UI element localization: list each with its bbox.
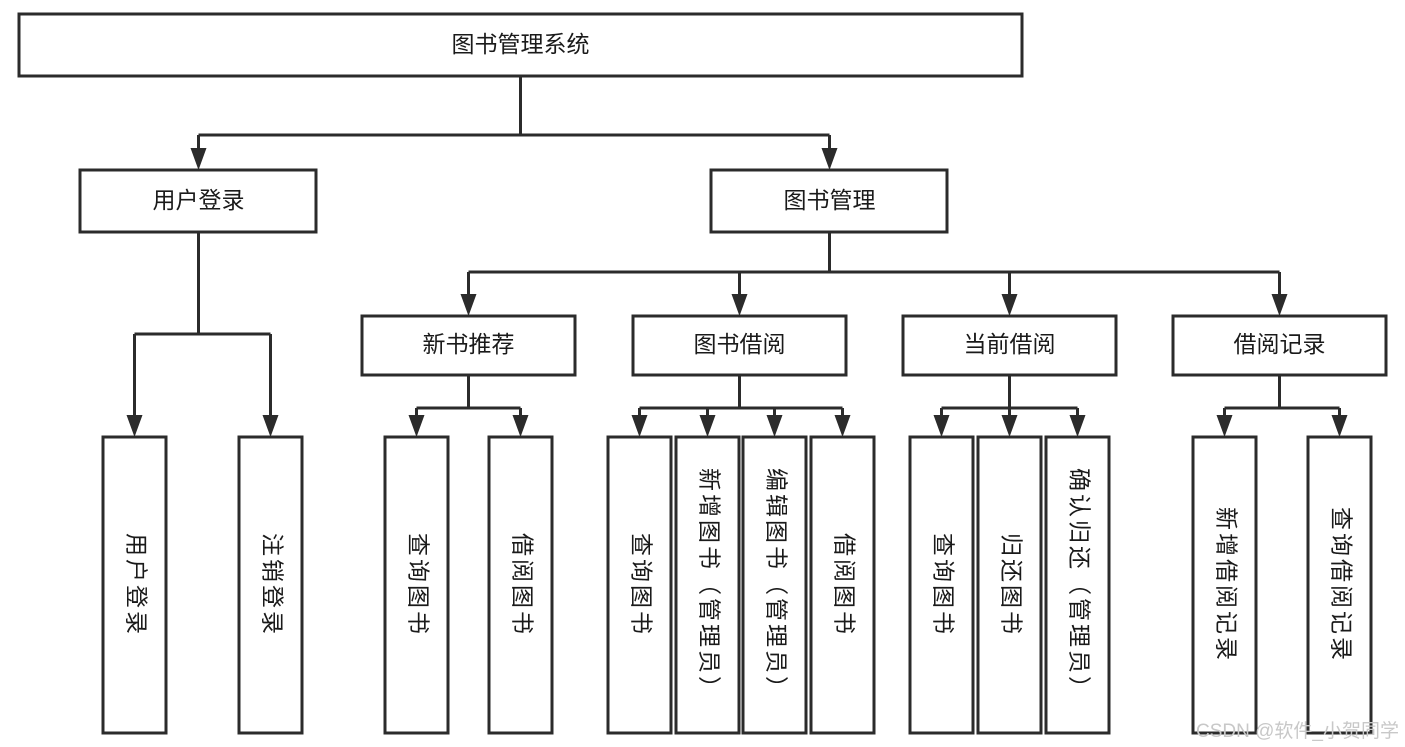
node-borrow-record[interactable]: 借阅记录 <box>1171 314 1388 377</box>
node-leaf[interactable]: 注销登录 <box>237 435 304 735</box>
arrow-head-icon <box>408 415 425 437</box>
node-leaf[interactable]: 查询图书 <box>606 435 673 735</box>
connector-group-root <box>190 76 838 170</box>
node-leaf-label: 归还图书 <box>998 533 1024 637</box>
node-current-borrow-box[interactable] <box>901 314 1118 377</box>
arrow-head-icon <box>821 148 838 170</box>
arrow-head-icon <box>1331 415 1348 437</box>
node-leaf[interactable]: 借阅图书 <box>487 435 554 735</box>
node-leaf[interactable]: 新增图书（管理员） <box>674 435 741 735</box>
connector-group-user-login <box>126 232 279 437</box>
arrow-head-icon <box>1001 415 1018 437</box>
connector-group-current-borrow <box>933 375 1086 437</box>
node-leaf[interactable]: 借阅图书 <box>809 435 876 735</box>
arrow-head-icon <box>262 415 279 437</box>
node-current-borrow-label: 当前借阅 <box>964 331 1056 357</box>
node-leaf[interactable]: 查询借阅记录 <box>1306 435 1373 735</box>
node-leaf[interactable]: 用户登录 <box>101 435 168 735</box>
arrow-head-icon <box>1069 415 1086 437</box>
node-leaf[interactable]: 归还图书 <box>976 435 1043 735</box>
node-leaf[interactable]: 查询图书 <box>908 435 975 735</box>
node-book-borrow[interactable]: 图书借阅 <box>631 314 848 377</box>
node-leaf[interactable]: 新增借阅记录 <box>1191 435 1258 735</box>
node-leaf-box[interactable] <box>741 435 808 735</box>
node-leaf-label: 查询图书 <box>628 533 654 637</box>
node-book-manage-box[interactable] <box>709 168 949 234</box>
node-leaf-box[interactable] <box>1191 435 1258 735</box>
arrow-head-icon <box>631 415 648 437</box>
arrow-head-icon <box>190 148 207 170</box>
node-leaf-box[interactable] <box>976 435 1043 735</box>
node-leaf-label: 注销登录 <box>259 533 285 637</box>
node-root[interactable]: 图书管理系统 <box>17 12 1024 78</box>
arrow-head-icon <box>1271 294 1288 316</box>
node-leaf-label: 新增图书（管理员） <box>696 468 722 702</box>
arrow-head-icon <box>731 294 748 316</box>
node-borrow-record-label: 借阅记录 <box>1234 331 1326 357</box>
node-leaf-box[interactable] <box>674 435 741 735</box>
node-user-login-label: 用户登录 <box>153 187 245 213</box>
arrow-head-icon <box>1001 294 1018 316</box>
node-root-label: 图书管理系统 <box>452 31 590 57</box>
node-leaf-box[interactable] <box>908 435 975 735</box>
arrow-head-icon <box>834 415 851 437</box>
node-leaf-label: 编辑图书（管理员） <box>763 468 789 702</box>
connector-group-book-borrow <box>631 375 851 437</box>
node-borrow-record-box[interactable] <box>1171 314 1388 377</box>
arrow-head-icon <box>126 415 143 437</box>
connector-group-borrow-record <box>1216 375 1348 437</box>
node-book-manage[interactable]: 图书管理 <box>709 168 949 234</box>
node-new-book-recommend-label: 新书推荐 <box>423 331 515 357</box>
node-leaf[interactable]: 编辑图书（管理员） <box>741 435 808 735</box>
arrow-head-icon <box>933 415 950 437</box>
node-leaf-box[interactable] <box>383 435 450 735</box>
node-leaf-label: 借阅图书 <box>831 533 857 637</box>
node-leaf-label: 借阅图书 <box>509 533 535 637</box>
node-leaf-box[interactable] <box>1306 435 1373 735</box>
node-leaf[interactable]: 确认归还（管理员） <box>1044 435 1111 735</box>
arrow-head-icon <box>460 294 477 316</box>
node-leaf-box[interactable] <box>809 435 876 735</box>
connector-group-new-book <box>408 375 529 437</box>
connector-group-book-manage <box>460 232 1288 316</box>
node-leaf-label: 查询图书 <box>930 533 956 637</box>
node-leaf-box[interactable] <box>606 435 673 735</box>
node-book-manage-label: 图书管理 <box>784 187 876 213</box>
node-leaf-box[interactable] <box>237 435 304 735</box>
arrow-head-icon <box>512 415 529 437</box>
node-user-login[interactable]: 用户登录 <box>78 168 318 234</box>
csdn-watermark: CSDN @软件_小贺同学 <box>1196 721 1399 742</box>
node-leaf-box[interactable] <box>1044 435 1111 735</box>
arrow-head-icon <box>1216 415 1233 437</box>
node-new-book-recommend-box[interactable] <box>360 314 577 377</box>
node-leaf-box[interactable] <box>487 435 554 735</box>
node-leaf-label: 确认归还（管理员） <box>1066 468 1092 702</box>
node-current-borrow[interactable]: 当前借阅 <box>901 314 1118 377</box>
node-leaf-label: 用户登录 <box>123 533 149 637</box>
node-new-book-recommend[interactable]: 新书推荐 <box>360 314 577 377</box>
node-leaf-label: 查询借阅记录 <box>1328 507 1354 663</box>
arrow-head-icon <box>766 415 783 437</box>
node-book-borrow-label: 图书借阅 <box>694 331 786 357</box>
node-leaf-label: 查询图书 <box>405 533 431 637</box>
node-user-login-box[interactable] <box>78 168 318 234</box>
arrow-head-icon <box>699 415 716 437</box>
node-leaf[interactable]: 查询图书 <box>383 435 450 735</box>
node-book-borrow-box[interactable] <box>631 314 848 377</box>
node-leaf-label: 新增借阅记录 <box>1213 507 1239 663</box>
node-root-box[interactable] <box>17 12 1024 78</box>
node-leaf-box[interactable] <box>101 435 168 735</box>
